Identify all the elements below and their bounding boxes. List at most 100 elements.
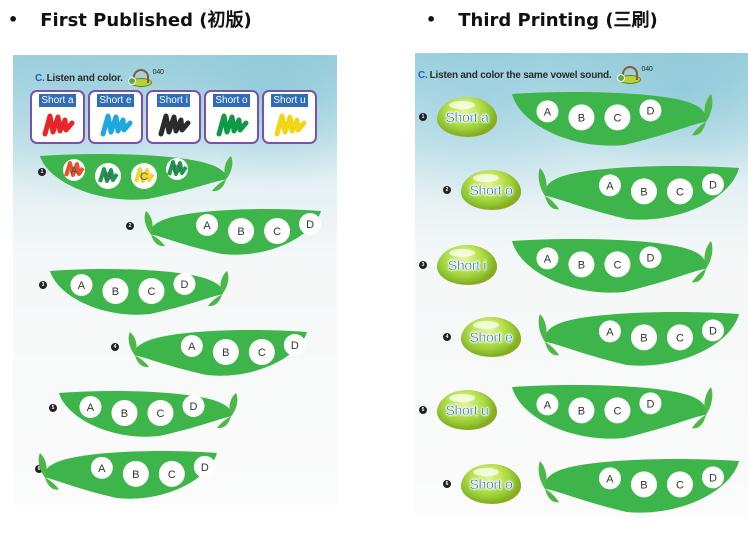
pea-letter: A — [606, 180, 614, 192]
pea-b[interactable] — [122, 460, 149, 487]
pea-c[interactable] — [158, 460, 185, 487]
pea-a[interactable] — [536, 393, 559, 416]
pea-c[interactable] — [604, 397, 631, 424]
instruction: C. Listen and color. 040 — [35, 69, 164, 87]
pea-d[interactable] — [701, 173, 724, 196]
color-scribble — [134, 167, 155, 183]
pea-a[interactable] — [180, 335, 203, 357]
pea-b[interactable] — [212, 339, 239, 365]
pea-c[interactable] — [264, 218, 291, 244]
pea-b[interactable] — [630, 471, 657, 498]
pea-letter: D — [306, 219, 314, 231]
pea-c[interactable] — [604, 104, 631, 131]
pea-b[interactable] — [568, 104, 595, 131]
pea-b[interactable] — [102, 278, 129, 304]
pea-letter: D — [181, 279, 189, 291]
crayon-scribble-icon — [158, 113, 190, 137]
vowel-sound-label: Short u — [445, 402, 489, 418]
color-scribble — [64, 161, 85, 177]
pea-d[interactable] — [173, 273, 196, 295]
pea-letter: D — [709, 472, 717, 484]
pea-letter: A — [87, 402, 95, 414]
legend-card: Short e — [88, 90, 143, 144]
leaf-icon — [229, 393, 238, 417]
leaf-icon — [224, 156, 233, 180]
pea-a[interactable] — [196, 214, 219, 236]
pea-d[interactable] — [639, 246, 662, 269]
pea-b[interactable] — [630, 324, 657, 351]
pea-a[interactable] — [598, 174, 621, 197]
leaf-icon — [692, 121, 706, 136]
pea-letter: C — [273, 226, 281, 238]
pea-a[interactable] — [79, 396, 102, 418]
pea-d[interactable] — [701, 466, 724, 489]
item-number: 6 — [35, 465, 43, 473]
pea-d[interactable] — [639, 392, 662, 415]
pea-letter: D — [646, 252, 654, 264]
leaf-icon — [217, 416, 231, 429]
pea-c[interactable] — [666, 471, 693, 498]
vowel-sound-label: Short o — [469, 182, 513, 198]
pea-d[interactable] — [283, 334, 306, 356]
item-number: 3 — [419, 261, 427, 269]
pea-c[interactable] — [147, 400, 174, 426]
pea-letter: B — [640, 186, 647, 198]
audio-cd-icon[interactable] — [616, 66, 641, 84]
leaf-icon — [692, 414, 706, 429]
vowel-sound-bubble: Short o — [461, 170, 521, 210]
pea-d[interactable] — [299, 213, 322, 235]
pea-d[interactable] — [639, 99, 662, 122]
pea-letter: B — [121, 408, 128, 420]
vowel-sound-label: Short o — [469, 476, 513, 492]
color-scribble — [167, 160, 188, 176]
pea-b[interactable] — [111, 400, 138, 426]
legend-label: Short a — [39, 94, 76, 107]
vowel-sound-bubble: Short i — [437, 245, 497, 285]
pea-a[interactable] — [70, 274, 93, 296]
pea-b[interactable] — [228, 218, 255, 244]
pea-b[interactable] — [630, 178, 657, 205]
pea-letter: D — [190, 401, 198, 413]
pea-letter: B — [132, 469, 139, 481]
pea-d[interactable] — [193, 455, 216, 478]
pea-c[interactable] — [666, 324, 693, 351]
section-letter: C. — [418, 69, 428, 81]
pea-letter: A — [78, 280, 86, 292]
pea-c[interactable] — [666, 178, 693, 205]
pea-b[interactable] — [568, 251, 595, 278]
pea-letter: B — [237, 226, 244, 238]
heading-first-published: • First Published (初版) — [8, 6, 252, 32]
pea-c[interactable] — [604, 251, 631, 278]
legend-card: Short o — [204, 90, 259, 144]
pea-a[interactable] — [90, 456, 113, 479]
pea-letter: A — [606, 326, 614, 338]
leaf-icon — [212, 179, 226, 192]
pea-a[interactable] — [598, 320, 621, 343]
pea-letter: C — [157, 408, 165, 420]
pea-a[interactable] — [536, 100, 559, 123]
leaf-icon — [538, 461, 547, 489]
item-number: 2 — [443, 186, 451, 194]
leaf-icon — [538, 314, 547, 342]
leaf-icon — [208, 294, 222, 307]
pea-letter: C — [676, 479, 684, 491]
color-scribble — [98, 167, 119, 183]
heading-third-printing: • Third Printing (三刷) — [426, 6, 658, 32]
pea-d[interactable] — [701, 319, 724, 342]
pea-b[interactable] — [568, 397, 595, 424]
audio-cd-icon[interactable] — [127, 69, 152, 87]
pea-c[interactable] — [248, 339, 275, 365]
leaf-icon — [545, 488, 559, 503]
pea-a[interactable] — [536, 247, 559, 270]
bullet-icon: • — [426, 9, 437, 29]
third-printing-page: C. Listen and color the same vowel sound… — [415, 53, 748, 517]
pea-d[interactable] — [182, 395, 205, 417]
pea-c[interactable] — [138, 278, 165, 304]
leaf-icon — [538, 168, 547, 196]
vowel-sound-bubble: Short o — [461, 464, 521, 504]
pea-a[interactable] — [598, 467, 621, 490]
